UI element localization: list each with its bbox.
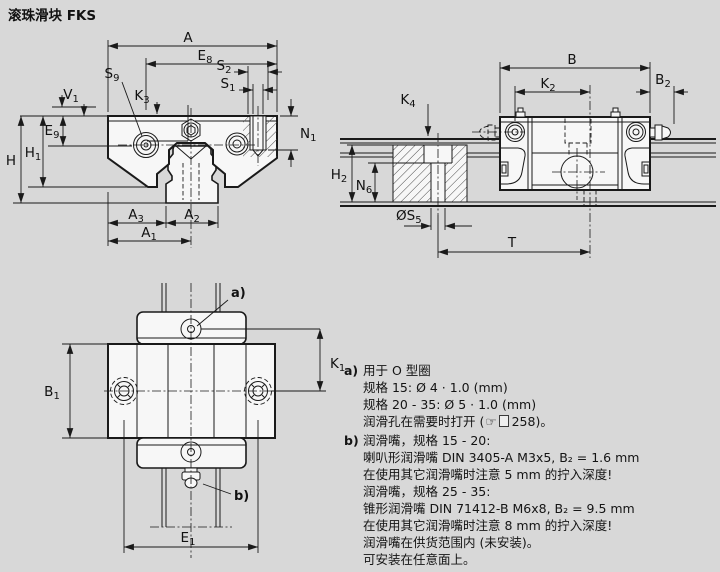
page-icon [498, 415, 509, 427]
dim-label-H: H [6, 153, 16, 169]
dim-label-B: B [567, 52, 576, 68]
note-line: 喇叭形润滑嘴 DIN 3405-A M3x5, B₂ = 1.6 mm [363, 450, 640, 465]
dim-label-S9: S9 [105, 66, 120, 84]
footnotes: a) 用于 O 型圈 规格 15: Ø 4 · 1.0 (mm) 规格 20 -… [344, 362, 716, 570]
note-a: a) 用于 O 型圈 规格 15: Ø 4 · 1.0 (mm) 规格 20 -… [344, 362, 716, 430]
dim-label-A2: A2 [184, 207, 200, 225]
top-dimensions [62, 329, 326, 553]
note-line: 规格 20 - 35: Ø 5 · 1.0 (mm) [363, 397, 537, 412]
page-ref-suffix: )。 [535, 414, 553, 429]
runner-block-side [472, 85, 671, 258]
dim-label-A3: A3 [128, 207, 144, 225]
callout-b: b) [234, 489, 249, 504]
dim-label-K4: K4 [400, 92, 415, 110]
note-line: 润滑嘴，规格 25 - 35: [363, 484, 491, 499]
dim-label-B1: B1 [44, 384, 60, 402]
side-dimensions [347, 62, 688, 258]
dim-label-T: T [507, 235, 517, 251]
dim-label-H2: H2 [331, 167, 348, 185]
note-line: 在使用其它润滑嘴时注意 8 mm 的拧入深度! [363, 518, 613, 533]
dim-label-N1: N1 [300, 126, 316, 144]
note-line: 润滑嘴，规格 15 - 20: [363, 433, 491, 448]
dim-label-A: A [183, 30, 193, 46]
dim-label-S1: S1 [221, 76, 236, 94]
dim-label-H1: H1 [25, 145, 42, 163]
note-line: 锥形润滑嘴 DIN 71412-B M6x8, B₂ = 9.5 mm [363, 501, 635, 516]
top-view: a) b) K1 B1 E1 [44, 283, 345, 558]
note-b-key: b) [344, 433, 359, 448]
rail-section [392, 133, 468, 215]
dim-label-K2: K2 [540, 76, 555, 94]
dim-label-B2: B2 [655, 72, 671, 90]
side-view: B K2 B2 K4 H2 N6 ØS5 T [331, 52, 716, 258]
note-line: 用于 O 型圈 [363, 363, 431, 378]
dim-label-E9: E9 [45, 123, 60, 141]
runner-block-outline [107, 115, 278, 188]
dim-label-K3: K3 [134, 88, 149, 106]
pointing-hand-icon: ☞ [485, 414, 497, 429]
note-line: 可安装在任意面上。 [363, 552, 476, 567]
dim-label-S5: ØS5 [396, 208, 422, 226]
note-line: 在使用其它润滑嘴时注意 5 mm 的拧入深度! [363, 467, 613, 482]
note-line: 润滑嘴在供货范围内 (未安装)。 [363, 535, 540, 550]
page-title: 滚珠滑块 FKS [8, 8, 97, 24]
front-dimensions [13, 40, 298, 246]
dim-label-V1: V1 [63, 87, 79, 105]
dim-label-A1: A1 [141, 225, 157, 243]
dim-label-K1: K1 [330, 356, 345, 374]
dim-label-S2: S2 [217, 58, 232, 76]
note-line: 规格 15: Ø 4 · 1.0 (mm) [363, 380, 508, 395]
dim-label-E8: E8 [198, 48, 213, 66]
note-a-key: a) [344, 363, 359, 378]
grease-nipple-phantom [472, 124, 524, 141]
page-ref-number: 258 [511, 414, 536, 429]
thread-section [243, 115, 277, 157]
front-view: A E8 S2 S1 S9 K3 V1 E9 H1 H N1 A3 A2 A1 [6, 30, 316, 248]
dim-label-E1: E1 [181, 530, 196, 548]
page-ref-prefix: 润滑孔在需要时打开 ( [363, 414, 485, 429]
note-b: b) 润滑嘴，规格 15 - 20: 喇叭形润滑嘴 DIN 3405-A M3x… [344, 432, 716, 568]
dim-label-N6: N6 [356, 178, 372, 196]
note-line-page-ref: 润滑孔在需要时打开 (☞ 258)。 [363, 413, 716, 430]
grease-nipple-side [649, 124, 671, 141]
callout-a: a) [231, 286, 246, 301]
side-port-right [626, 122, 646, 142]
rail-profile [165, 145, 219, 204]
